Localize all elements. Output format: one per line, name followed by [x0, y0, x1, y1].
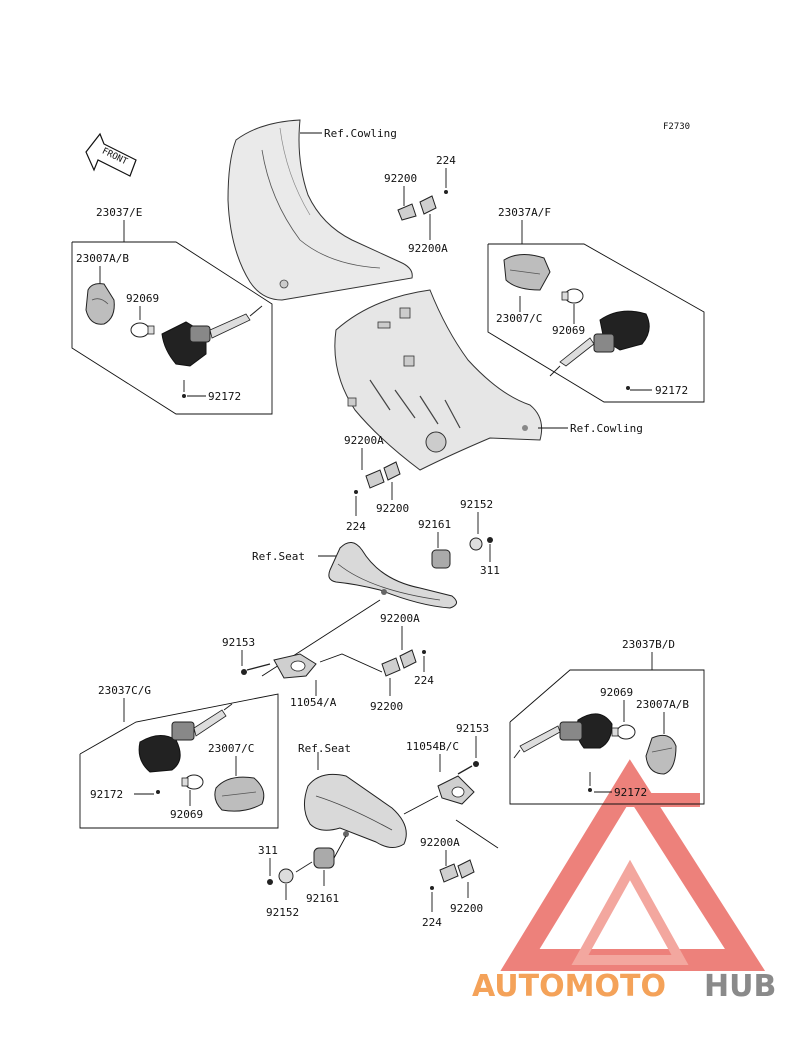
part-224-bottom-label: 224 [422, 916, 442, 929]
bulb-left-lower [181, 774, 204, 790]
part-92172-left-label: 92172 [208, 390, 241, 403]
seat-rail-lower [304, 773, 407, 848]
bracket-11054BC [437, 761, 479, 805]
part-92161-lower-label: 92161 [306, 892, 339, 905]
seat-rail-upper [328, 542, 457, 609]
watermark-text-part1: AUTOMOTO [472, 969, 666, 1004]
part-92161-upper-label: 92161 [418, 518, 451, 531]
part-92069-left-label: 92069 [126, 292, 159, 305]
lens-right-upper [503, 254, 551, 291]
part-23007C-right-label: 23007/C [496, 312, 542, 325]
part-92200A-mid-label: 92200A [344, 434, 384, 447]
part-23007C-left-label: 23007/C [208, 742, 254, 755]
part-92152-lower-label: 92152 [266, 906, 299, 919]
part-92200A-top-label: 92200A [408, 242, 448, 255]
part-23037AF-label: 23037A/F [498, 206, 551, 219]
part-92069-right-label: 92069 [552, 324, 585, 337]
watermark-logo [500, 759, 766, 971]
part-92069-lowleft-label: 92069 [170, 808, 203, 821]
turn-signal-housing-right-upper [549, 310, 650, 377]
part-92153-upper-label: 92153 [222, 636, 255, 649]
part-92200A-lower-label: 92200A [380, 612, 420, 625]
turn-signal-housing-right-lower [513, 713, 613, 759]
cowling-upper-part [227, 119, 413, 301]
watermark-text-part2: HUB [704, 969, 776, 1004]
part-23037CG-label: 23037C/G [98, 684, 151, 697]
ref-seat-lower-label: Ref.Seat [298, 742, 351, 755]
part-92200-top-label: 92200 [384, 172, 417, 185]
turn-signal-housing-left-lower [138, 703, 233, 773]
grommet-upper [431, 537, 493, 569]
figure-code: F2730 [663, 122, 690, 132]
part-11054BC-label: 11054B/C [406, 740, 459, 753]
bulb-right-upper [561, 288, 584, 304]
part-11054A-label: 11054/A [290, 696, 337, 709]
lens-right-lower [645, 734, 677, 775]
part-23007AB-left-label: 23007A/B [76, 252, 129, 265]
part-23037E-label: 23037/E [96, 206, 142, 219]
part-23037BD-label: 23037B/D [622, 638, 675, 651]
ref-seat-upper-label: Ref.Seat [252, 550, 305, 563]
part-224-lower-label: 224 [414, 674, 434, 687]
lens-left-upper [85, 283, 115, 325]
part-92200A-bottom-label: 92200A [420, 836, 460, 849]
front-arrow-icon: FRONT [85, 132, 137, 177]
part-224-mid-label: 224 [346, 520, 366, 533]
bracket-mid-pair [365, 461, 401, 489]
ref-cowling-top-label: Ref.Cowling [324, 127, 397, 140]
bracket-top-pair [397, 195, 437, 221]
part-92200-mid-label: 92200 [376, 502, 409, 515]
part-92153-lower-label: 92153 [456, 722, 489, 735]
part-311-upper-label: 311 [480, 564, 500, 577]
turn-signal-housing-left-upper [161, 305, 263, 367]
part-92200-lower-label: 92200 [370, 700, 403, 713]
part-92152-upper-label: 92152 [460, 498, 493, 511]
part-92172-lowright-label: 92172 [614, 786, 647, 799]
bulb-left-upper [130, 322, 155, 338]
part-92069-lowright-label: 92069 [600, 686, 633, 699]
grommet-lower [278, 847, 335, 884]
bracket-bottom-pair [430, 859, 475, 890]
bulb-right-lower [611, 724, 636, 740]
part-92200-bottom-label: 92200 [450, 902, 483, 915]
bracket-11054A [241, 653, 317, 679]
part-224-top-label: 224 [436, 154, 456, 167]
part-23007AB-right-label: 23007A/B [636, 698, 689, 711]
watermark-text: AUTOMOTO HUB [472, 969, 776, 1004]
bracket-lower-pair [381, 649, 426, 677]
part-311-lower-label: 311 [258, 844, 278, 857]
cowling-right-part [334, 289, 543, 471]
part-92172-lowleft-label: 92172 [90, 788, 123, 801]
lens-left-lower [214, 776, 265, 812]
part-92172-right-label: 92172 [655, 384, 688, 397]
ref-cowling-right-label: Ref.Cowling [570, 422, 643, 435]
